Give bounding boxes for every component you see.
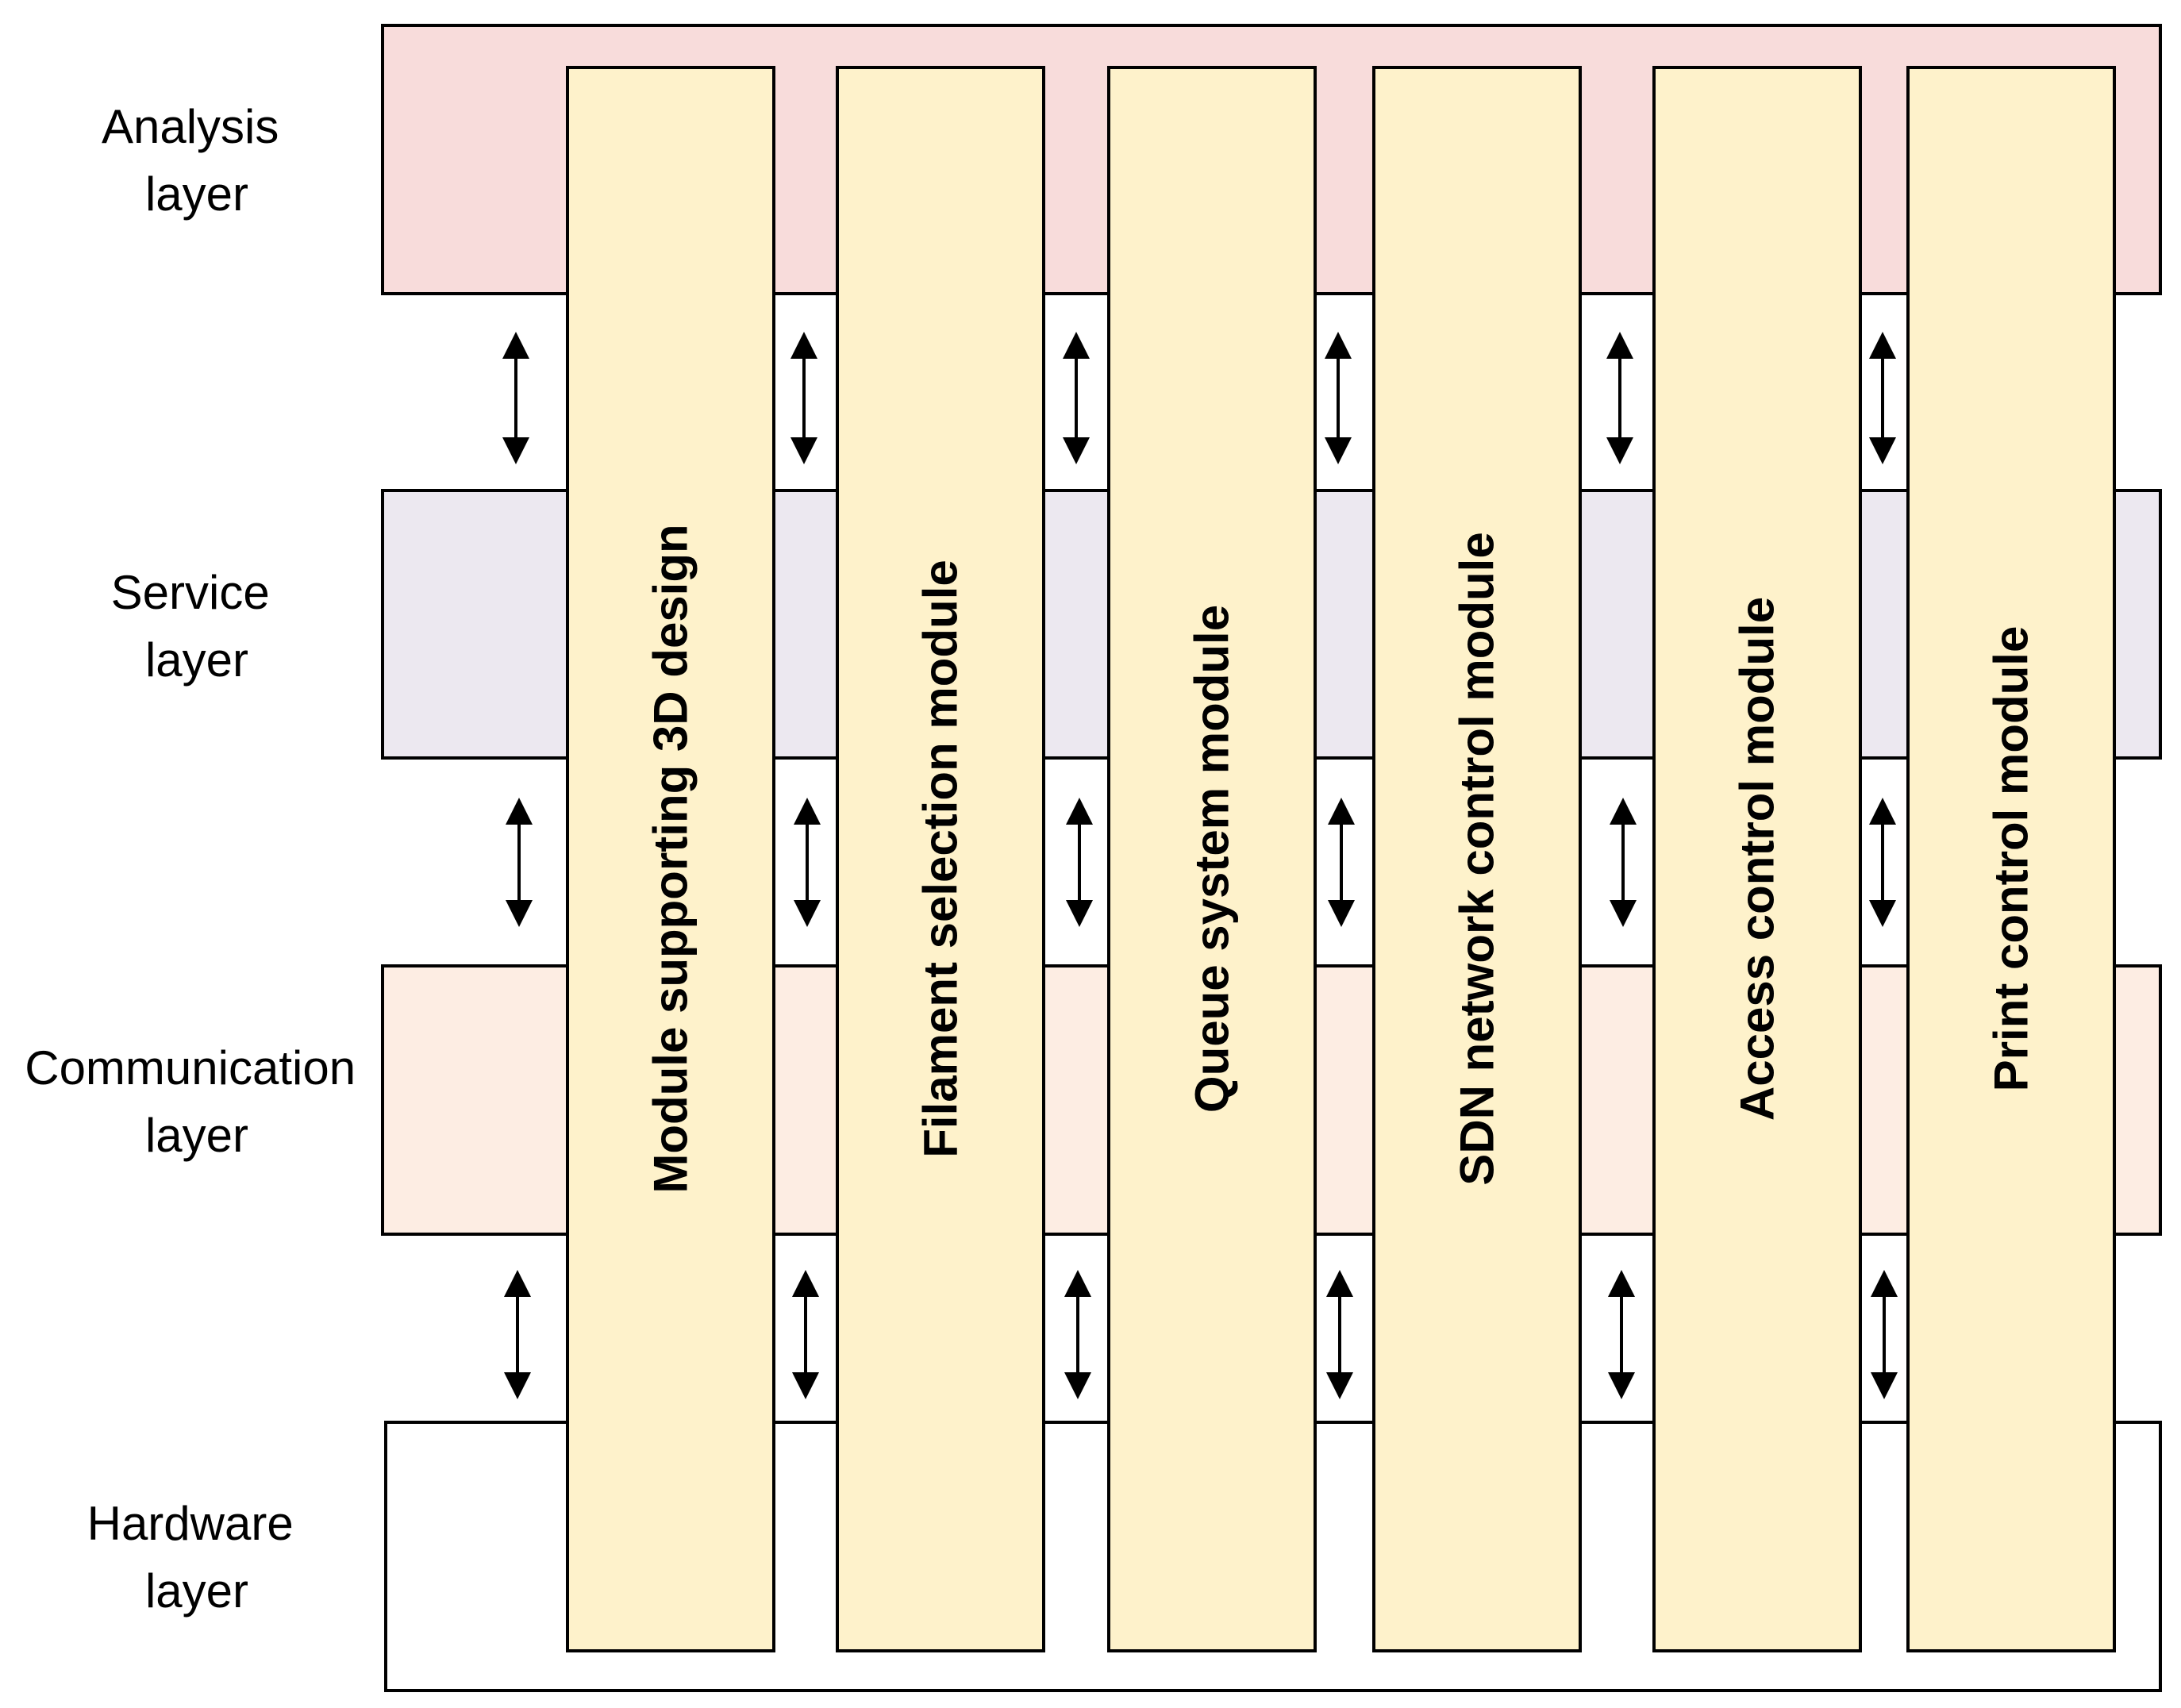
module-3d-design-box: [566, 66, 775, 1652]
sdn-network-control-module-box: [1372, 66, 1582, 1652]
bidirectional-arrow: [1064, 1270, 1091, 1399]
hardware-layer-label-line1: Hardware: [87, 1497, 294, 1550]
module-3d-design: Module supporting 3D design: [566, 66, 775, 1652]
communication-layer-label: Communication layer: [25, 1041, 369, 1162]
print-control-module: Print control module: [1906, 66, 2116, 1652]
access-control-module: Access control module: [1652, 66, 1862, 1652]
hardware-layer-label: Hardware layer: [87, 1497, 307, 1618]
service-layer-label-line1: Service: [111, 566, 270, 619]
queue-system-module-label: Queue system module: [1186, 605, 1239, 1113]
queue-system-module: Queue system module: [1107, 66, 1317, 1652]
bidirectional-arrow: [1871, 1270, 1898, 1399]
service-layer-label-line2: layer: [145, 633, 248, 687]
bidirectional-arrow: [1608, 1270, 1635, 1399]
bidirectional-arrow: [1328, 798, 1355, 927]
module-columns: Module supporting 3D design Filament sel…: [566, 66, 2116, 1652]
bidirectional-arrow: [1869, 798, 1896, 927]
arrows-analysis-service: [502, 332, 1896, 464]
analysis-layer-label-line2: layer: [145, 167, 248, 221]
bidirectional-arrow: [1606, 332, 1633, 464]
service-layer-label: Service layer: [111, 566, 283, 687]
print-control-module-box: [1906, 66, 2116, 1652]
bidirectional-arrow: [1066, 798, 1093, 927]
sdn-network-control-module: SDN network control module: [1372, 66, 1582, 1652]
queue-system-module-box: [1107, 66, 1317, 1652]
bidirectional-arrow: [504, 1270, 531, 1399]
access-control-module-label: Access control module: [1731, 597, 1784, 1121]
bidirectional-arrow: [1610, 798, 1637, 927]
bidirectional-arrow: [1326, 1270, 1353, 1399]
analysis-layer-label-line1: Analysis: [102, 100, 279, 153]
bidirectional-arrow: [506, 798, 533, 927]
bidirectional-arrow: [792, 1270, 819, 1399]
module-3d-design-label: Module supporting 3D design: [644, 524, 698, 1193]
communication-layer-label-line1: Communication: [25, 1041, 356, 1094]
bidirectional-arrow: [790, 332, 817, 464]
analysis-layer-label: Analysis layer: [102, 100, 292, 221]
bidirectional-arrow: [1063, 332, 1090, 464]
print-control-module-label: Print control module: [1985, 626, 2038, 1092]
arrows-service-communication: [506, 798, 1896, 927]
sdn-network-control-module-label: SDN network control module: [1451, 532, 1504, 1185]
hardware-layer-label-line2: layer: [145, 1564, 248, 1618]
bidirectional-arrow: [1869, 332, 1896, 464]
filament-selection-module-label: Filament selection module: [914, 560, 967, 1158]
bidirectional-arrow: [794, 798, 821, 927]
bidirectional-arrow: [502, 332, 529, 464]
communication-layer-label-line2: layer: [145, 1109, 248, 1162]
filament-selection-module-box: [836, 66, 1045, 1652]
filament-selection-module: Filament selection module: [836, 66, 1045, 1652]
access-control-module-box: [1652, 66, 1862, 1652]
bidirectional-arrow: [1325, 332, 1352, 464]
arrows-communication-hardware: [504, 1270, 1898, 1399]
